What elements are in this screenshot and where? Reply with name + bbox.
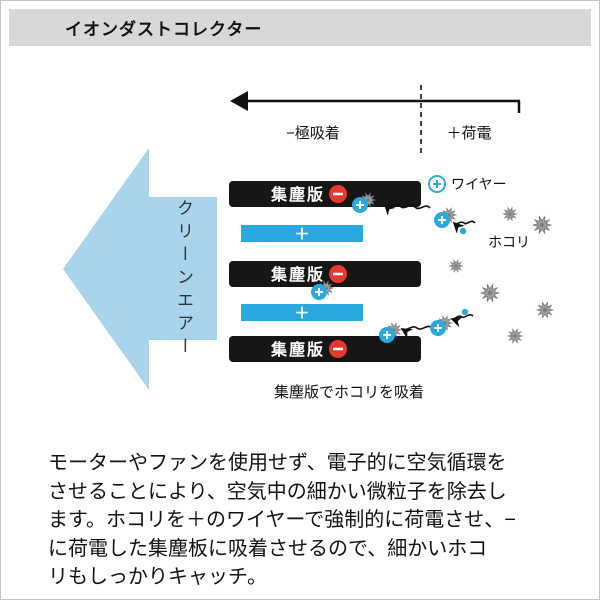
zone-negative-label: −極吸着 [286,125,340,142]
diagram-canvas: −極吸着 ＋荷電 集塵版 ＋ 集塵版 [63,85,554,401]
collector-plate-2: 集塵版 [229,261,421,287]
dust-field [449,207,554,344]
charged-dust-particle [429,319,447,337]
scale-left-arrowhead-icon [230,91,248,111]
description-line: ます。ホコリを＋のワイヤーで強制的に荷電させ、− [48,509,516,531]
dust-label: ホコリ [488,234,530,250]
ion-dust-collector-diagram: −極吸着 ＋荷電 集塵版 ＋ 集塵版 [1,59,599,449]
collector-plate-1: 集塵版 [229,181,421,207]
dust-particle [449,259,463,273]
plus-label: ＋ [294,305,309,322]
description-line: させることにより、空気中の細かい微粒子を除去し [48,480,507,503]
charged-dot [459,227,467,235]
plate-label: 集塵版 [270,185,325,204]
electrode-bar [241,225,363,242]
charged-dust-particle [351,196,369,214]
motion-arrow [400,325,433,339]
dust-particle [502,207,518,221]
clean-air-label: クリーンエアー [174,199,193,360]
motion-arrow [383,203,431,216]
electrode-bar [241,304,363,321]
diagram-caption: 集塵版でホコリを吸着 [274,383,424,401]
plate-label: 集塵版 [270,340,325,359]
plus-icon [433,180,441,188]
plus-label: ＋ [294,226,309,243]
charged-dust-particle [310,283,328,301]
electrode-bar-1: ＋ [241,225,363,243]
dust-particle [532,216,552,234]
clean-air-arrow [63,148,217,390]
zone-positive-label: ＋荷電 [446,125,491,142]
electrode-bar-2: ＋ [241,304,363,322]
plate-bar [229,336,421,362]
charged-dust-particle [378,326,396,344]
header-bar: イオンダストコレクター [9,9,591,46]
charge-zone-scale: −極吸着 ＋荷電 [230,85,521,153]
description-line: リもしっかりキャッチ。 [48,566,267,588]
charged-dust-particle [433,211,451,229]
motion-arrow [452,220,476,234]
dust-particle [536,301,554,319]
wire-terminal: ワイヤー [428,175,507,193]
collector-plate-3: 集塵版 [229,336,421,362]
dust-particle [480,284,500,302]
plate-label: 集塵版 [270,265,325,284]
plate-bar [229,261,421,287]
charged-dust-particles [310,192,469,344]
description-text: モーターやファンを使用せず、電子的に空気循環を させることにより、空気中の細かい… [48,449,578,592]
motion-arrow [450,313,474,328]
wire-label: ワイヤー [451,176,507,192]
motion-arrows [383,203,476,339]
charged-dot [461,308,469,316]
page-title: イオンダストコレクター [65,20,263,39]
description-line: に荷電した集塵板に吸着させるので、細かいホコ [48,537,488,560]
dust-particle [507,328,523,344]
description-line: モーターやファンを使用せず、電子的に空気循環を [48,452,507,474]
